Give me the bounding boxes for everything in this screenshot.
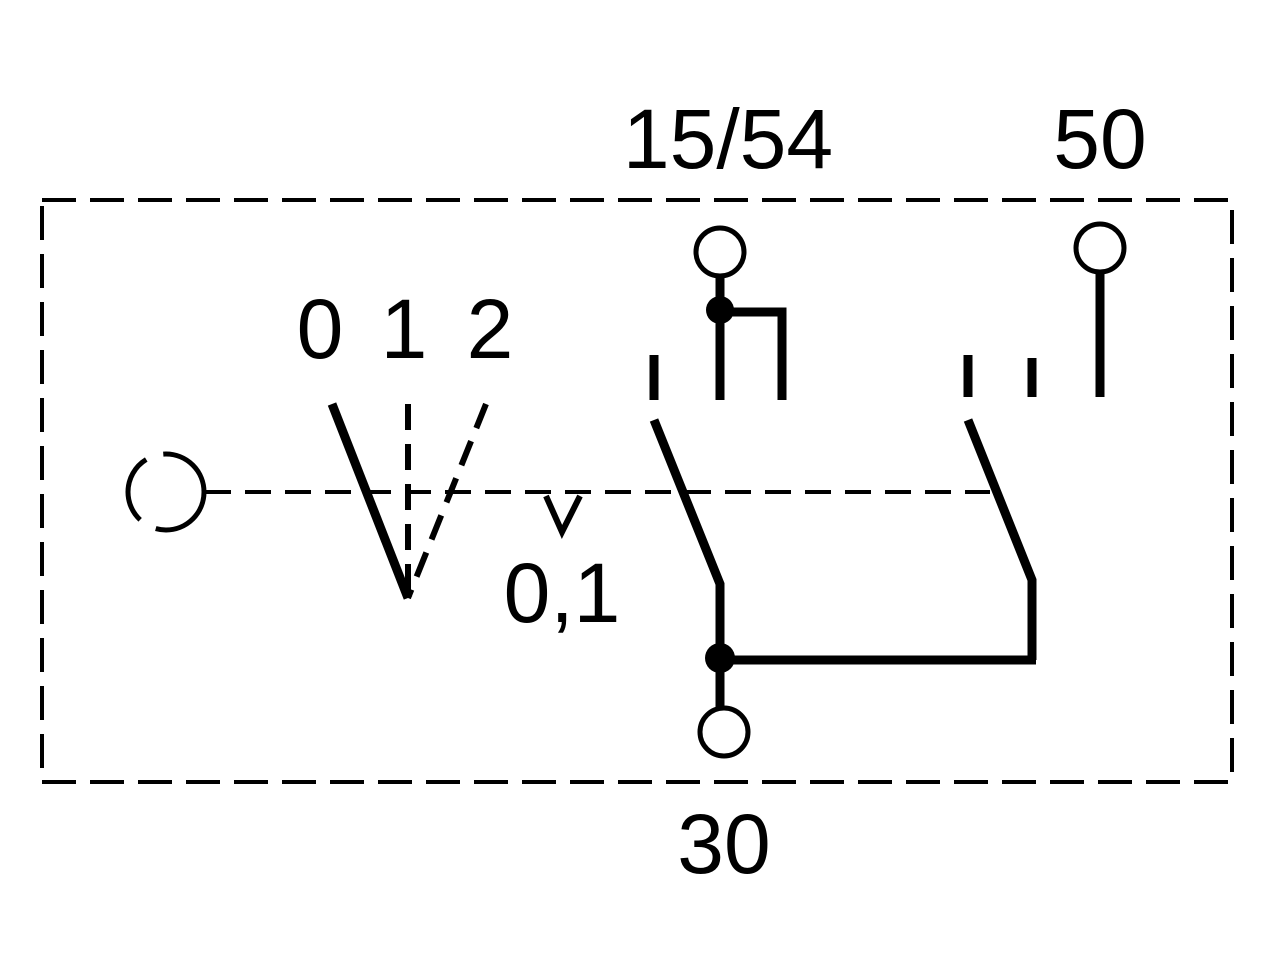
- position-line-2: [405, 402, 489, 600]
- terminal-label-30: 30: [677, 797, 770, 891]
- terminal-15-54-circle: [693, 225, 747, 279]
- switch-blade-1: [649, 418, 725, 658]
- position-label-1: 1: [381, 282, 428, 376]
- position-label-2: 2: [467, 282, 514, 376]
- detent-notch: [543, 494, 583, 540]
- terminal-label-15-54: 15/54: [623, 92, 833, 186]
- position-label-0: 0: [297, 282, 344, 376]
- enclosure-dashed-box: [40, 198, 1234, 784]
- terminal-50-circle: [1073, 221, 1127, 275]
- switch-blade-2: [963, 418, 1037, 660]
- junction-dot-30: [705, 643, 735, 673]
- terminal-label-50: 50: [1053, 92, 1146, 186]
- actuator-circle: [125, 451, 207, 533]
- position-line-0: [327, 402, 413, 600]
- position-label-0-1: 0,1: [504, 546, 621, 640]
- contact-bracket-1: [720, 307, 787, 400]
- terminal-30-circle: [697, 705, 751, 759]
- junction-dot-15-54: [706, 296, 734, 324]
